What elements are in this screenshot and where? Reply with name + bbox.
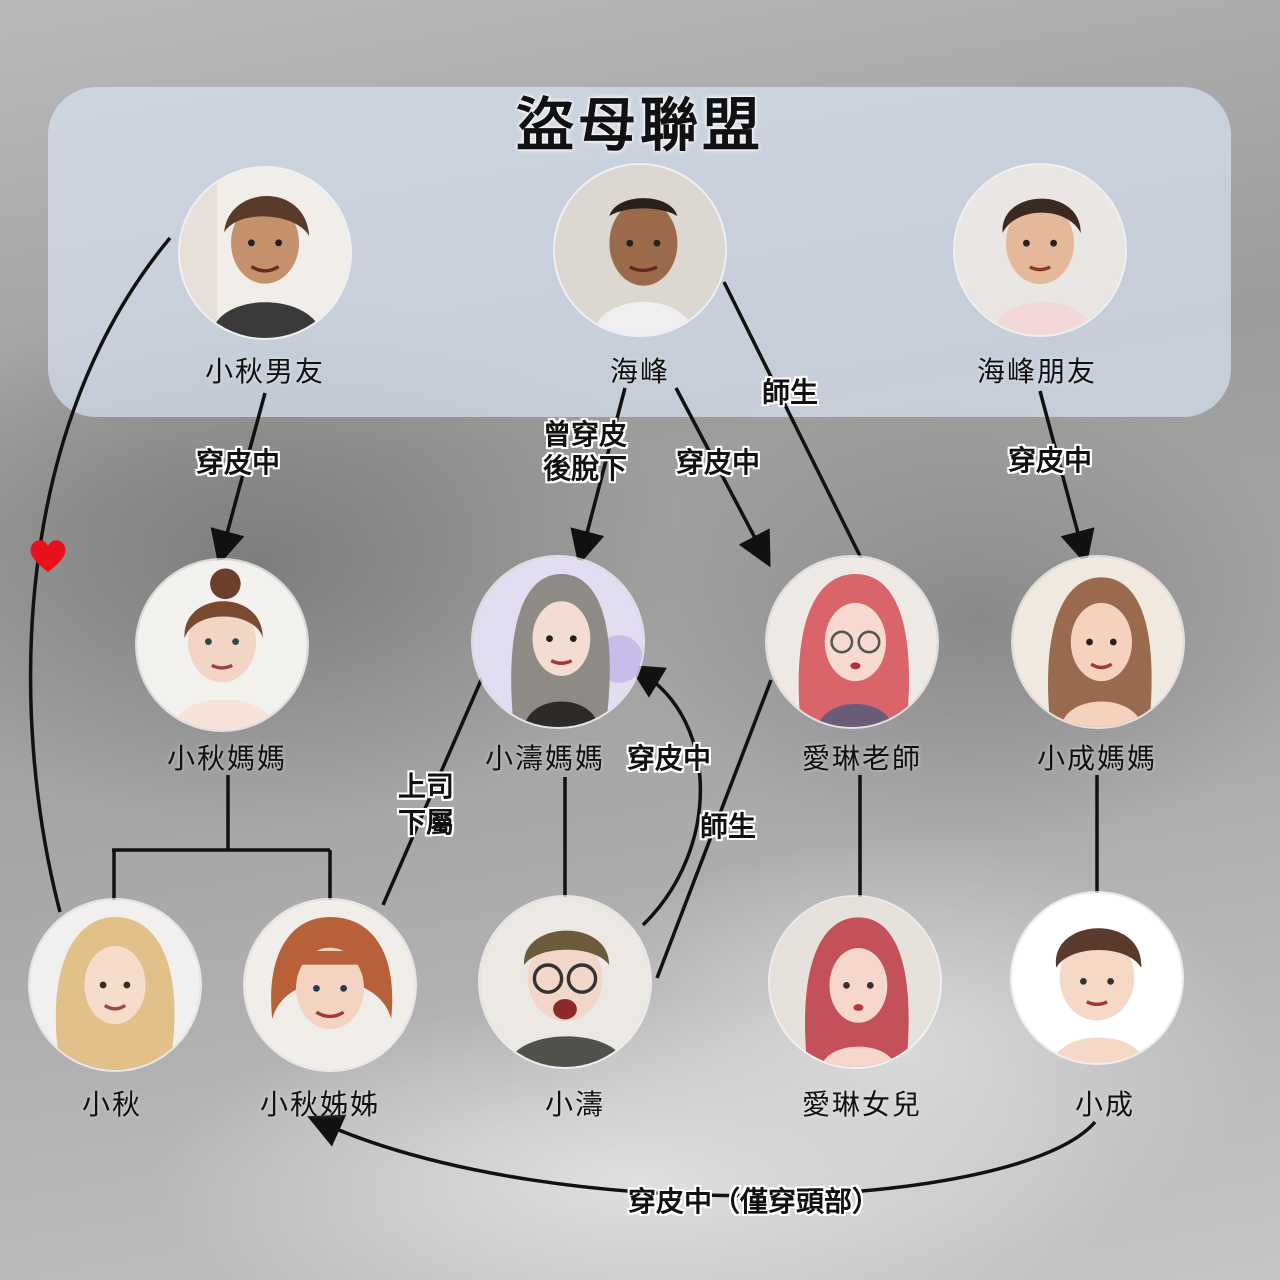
name-xiaocheng-mom: 小成媽媽 xyxy=(1036,742,1157,775)
name-xiaoqiu: 小秋 xyxy=(81,1088,142,1121)
name-xiaotao: 小濤 xyxy=(544,1088,605,1121)
edge-cheng-to-sister xyxy=(307,1114,1097,1198)
avatar-ailin-teacher xyxy=(767,557,937,727)
diagram-title: 盜母聯盟 xyxy=(515,91,764,159)
avatar-xiaocheng-mom xyxy=(1013,557,1183,727)
name-haifeng: 海峰 xyxy=(609,355,670,388)
tag-tao-wearing-skin: 穿皮中 xyxy=(627,742,712,775)
name-haifeng-friend: 海峰朋友 xyxy=(976,355,1097,388)
avatar-haifeng xyxy=(555,165,725,335)
avatar-ailin-daughter xyxy=(770,897,940,1067)
tag-tao-teacher-student: 師生 xyxy=(700,810,757,843)
tag-bf-wearing-skin: 穿皮中 xyxy=(196,446,281,479)
tag-friend-wearing-skin: 穿皮中 xyxy=(1008,444,1093,477)
avatar-xiaoqiu xyxy=(30,900,200,1070)
name-xiaoqiu-sister: 小秋姊姊 xyxy=(259,1088,380,1121)
tag-boss-line1: 上司 xyxy=(398,770,455,803)
edge-haifeng-to-taomom xyxy=(570,387,627,566)
tag-cheng-head-only: 穿皮中（僅穿頭部） xyxy=(628,1185,881,1218)
edge-bf-to-qiumom xyxy=(210,392,267,566)
edge-sister-boss xyxy=(381,677,484,906)
avatar-xiaoqiu-boyfriend xyxy=(180,168,350,338)
edge-tao-teacher xyxy=(655,679,773,979)
edge-haifeng-teacher xyxy=(722,281,864,561)
edge-qiu-to-bf-heart xyxy=(28,236,172,913)
edge-friend-to-chengmom xyxy=(1038,390,1095,566)
edge-qiumom-family xyxy=(112,775,332,900)
tag-boss-line2: 下屬 xyxy=(398,806,455,839)
avatar-xiaoqiu-sister xyxy=(245,900,415,1070)
avatar-xiaoqiu-mom xyxy=(137,560,307,730)
tag-haifeng-wore-skin-line1: 曾穿皮 xyxy=(543,418,628,451)
avatar-haifeng-friend xyxy=(955,165,1125,335)
name-xiaocheng: 小成 xyxy=(1074,1088,1135,1121)
avatar-xiaotao-mom xyxy=(473,557,643,727)
heart-icon xyxy=(30,540,66,572)
tag-haifeng-wore-skin-line2: 後脫下 xyxy=(543,452,628,485)
tag-haifeng-wearing-skin: 穿皮中 xyxy=(676,446,761,479)
tag-haifeng-teacher-student: 師生 xyxy=(762,376,819,409)
name-xiaoqiu-boyfriend: 小秋男友 xyxy=(204,355,325,388)
avatar-xiaocheng xyxy=(1012,893,1182,1063)
name-ailin-daughter: 愛琳女兒 xyxy=(801,1088,922,1121)
name-ailin-teacher: 愛琳老師 xyxy=(801,742,922,775)
name-xiaotao-mom: 小濤媽媽 xyxy=(484,742,605,775)
edge-haifeng-to-ailin xyxy=(674,387,771,568)
name-xiaoqiu-mom: 小秋媽媽 xyxy=(166,742,287,775)
avatar-xiaotao xyxy=(480,897,650,1067)
edge-tao-to-taomom xyxy=(628,664,703,927)
